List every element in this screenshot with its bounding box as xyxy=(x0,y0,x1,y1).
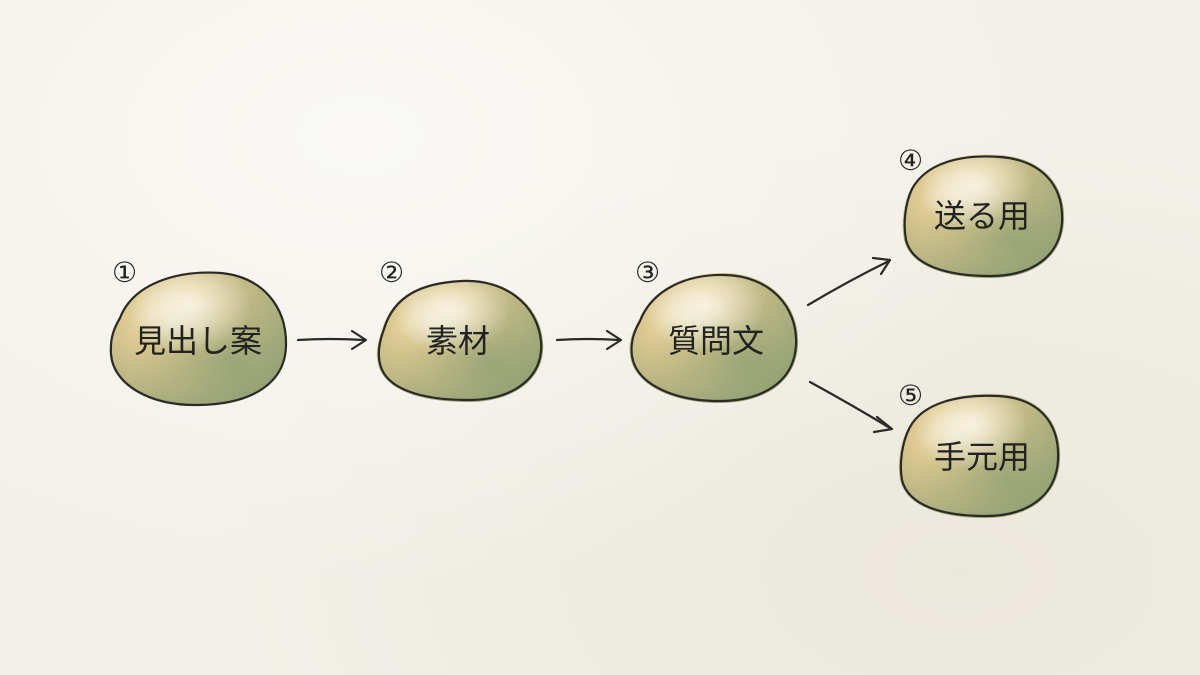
node-label: 質問文 xyxy=(668,322,764,360)
node-headline-ideas: ① 見出し案 xyxy=(109,256,288,407)
node-questions: ③ 質問文 xyxy=(629,256,799,404)
node-for-hand: ⑤ 手元用 xyxy=(898,379,1061,518)
arrow-3-to-5 xyxy=(808,380,894,434)
stone-outline xyxy=(630,273,798,403)
step-number: ④ xyxy=(898,144,923,177)
node-materials: ② 素材 xyxy=(376,256,544,402)
stone-outline xyxy=(903,155,1064,278)
stone-highlight xyxy=(629,272,799,404)
arrow-1-to-2 xyxy=(296,329,368,351)
step-number: ⑤ xyxy=(898,379,923,412)
step-number: ② xyxy=(379,256,404,289)
stone-highlight xyxy=(898,393,1061,518)
stone-highlight xyxy=(376,279,544,402)
node-label: 見出し案 xyxy=(134,322,262,360)
stone-outline xyxy=(377,279,543,402)
step-number: ③ xyxy=(635,256,660,289)
stone-highlight xyxy=(109,271,288,407)
stone-outline xyxy=(899,394,1060,518)
arrow-3-to-4 xyxy=(806,256,892,307)
node-for-sending: ④ 送る用 xyxy=(898,144,1065,278)
step-number: ① xyxy=(112,256,137,289)
node-label: 素材 xyxy=(426,322,490,360)
node-label: 送る用 xyxy=(934,197,1030,235)
stone-outline xyxy=(109,271,288,407)
stone-highlight xyxy=(902,154,1065,278)
arrow-2-to-3 xyxy=(555,329,623,351)
node-label: 手元用 xyxy=(934,438,1030,476)
